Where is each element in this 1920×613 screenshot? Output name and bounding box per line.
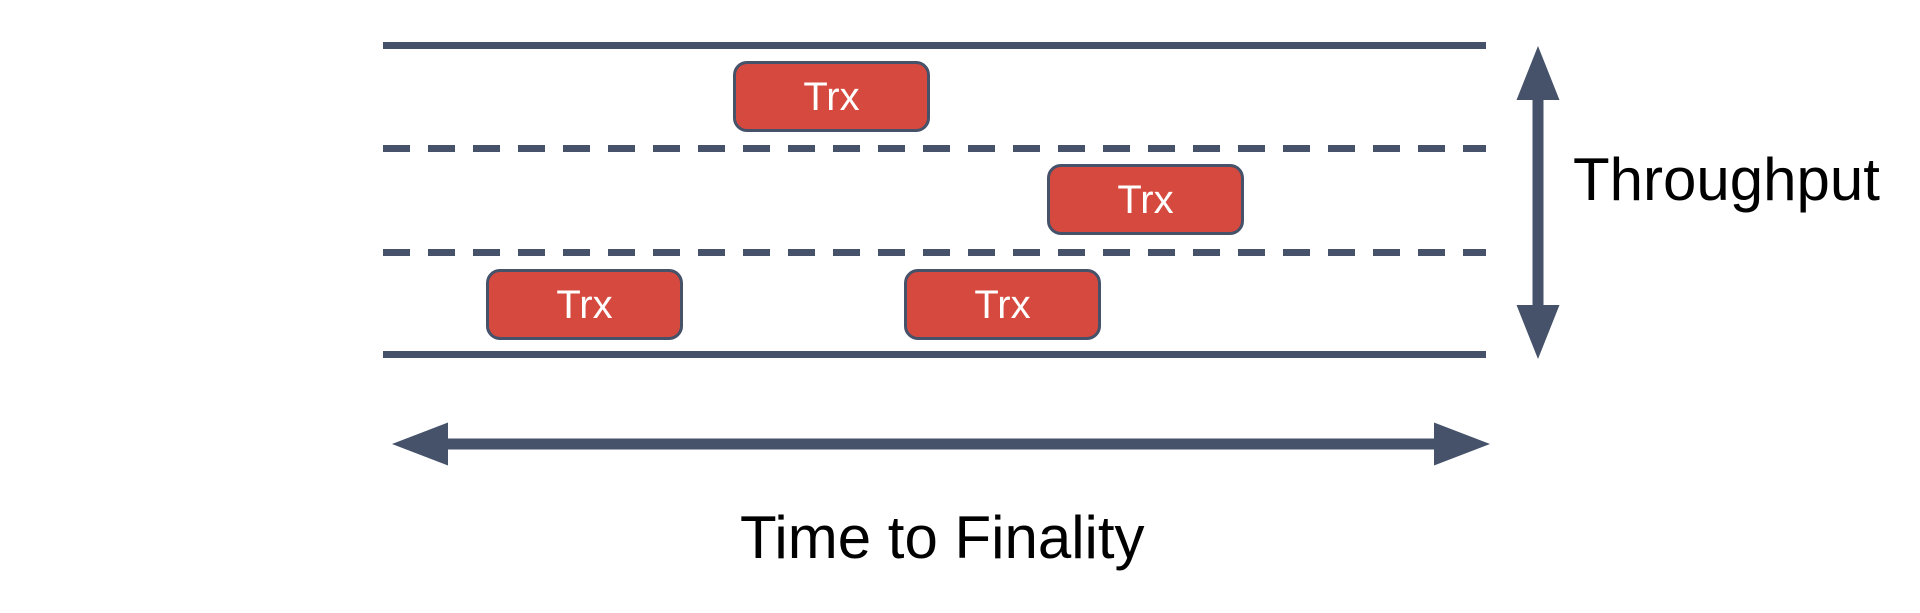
throughput-double-arrow-icon (1516, 46, 1560, 359)
trx-label: Trx (803, 74, 860, 119)
time-to-finality-label: Time to Finality (740, 504, 1145, 571)
arrow-shaft (1532, 95, 1544, 311)
trx-label: Trx (974, 282, 1031, 327)
arrow-shaft (443, 438, 1439, 450)
trx-box: Trx (1047, 164, 1244, 235)
time-to-finality-double-arrow-icon (392, 422, 1490, 466)
trx-label: Trx (1117, 177, 1174, 222)
road-bottom-boundary (383, 351, 1486, 358)
trx-box: Trx (733, 61, 930, 132)
lane-divider-2 (383, 249, 1486, 256)
arrowhead-left-icon (392, 422, 448, 466)
trx-label: Trx (556, 282, 613, 327)
arrowhead-right-icon (1434, 422, 1490, 466)
lane-divider-1 (383, 145, 1486, 152)
trx-box: Trx (904, 269, 1101, 340)
arrowhead-down-icon (1516, 305, 1560, 359)
throughput-label: Throughput (1573, 146, 1880, 213)
road-top-boundary (383, 42, 1486, 49)
trx-box: Trx (486, 269, 683, 340)
arrowhead-up-icon (1516, 46, 1560, 100)
